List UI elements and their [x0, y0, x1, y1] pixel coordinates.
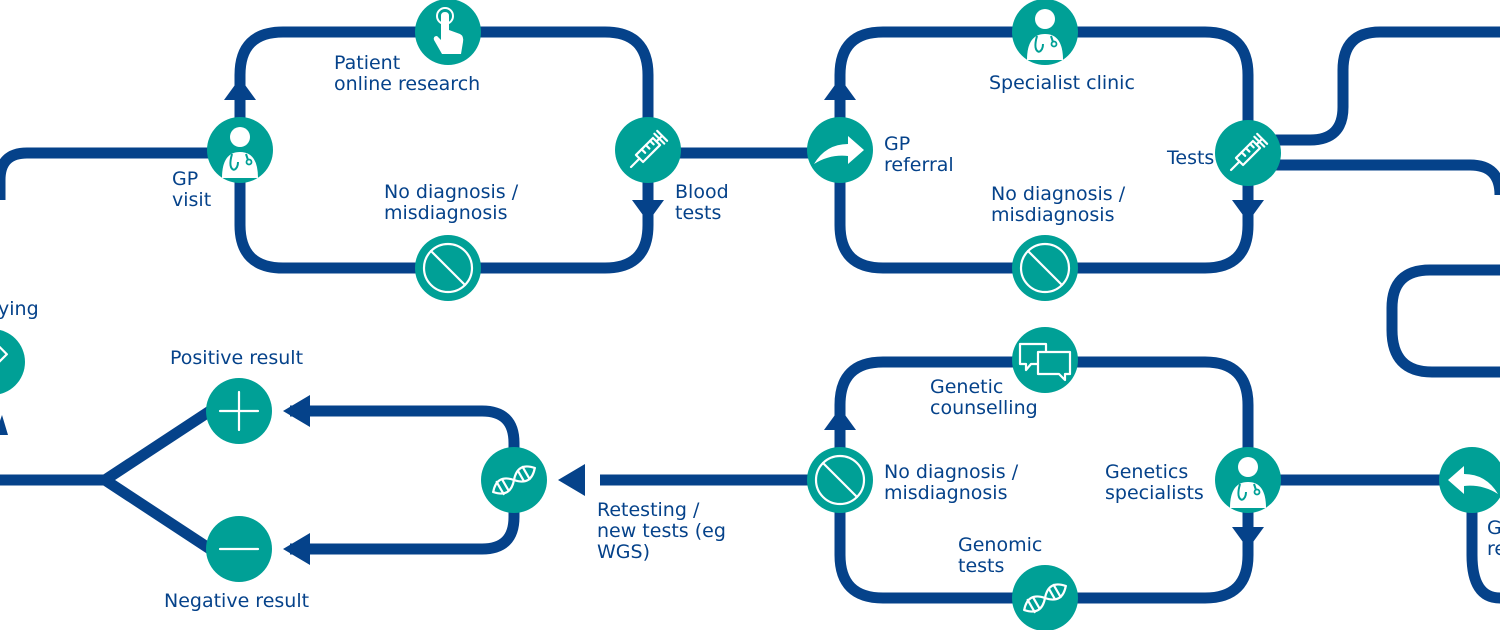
label-positive-result: Positive result	[170, 347, 304, 369]
node-retesting[interactable]	[481, 447, 547, 513]
node-patient-online-research[interactable]	[415, 0, 481, 65]
track-branch	[0, 406, 214, 554]
label-genetic-counselling: Genetic counselling	[930, 376, 1038, 419]
prohibited-icon	[422, 242, 474, 294]
node-genetic-counselling[interactable]	[1012, 327, 1078, 393]
arrow-up-gp-visit	[224, 78, 256, 100]
arrow-down-tests	[1232, 200, 1264, 222]
arrow-up-gp-referral	[824, 78, 856, 100]
label-blood-tests: Blood tests	[675, 181, 729, 224]
arrow-left-positive	[283, 395, 310, 427]
node-genetics-specialists[interactable]	[1215, 447, 1281, 513]
hand-pointer-icon	[433, 7, 464, 54]
track-return-lower	[1466, 480, 1500, 604]
node-partial-left[interactable]	[0, 329, 25, 395]
track-exit-upper	[1248, 26, 1500, 146]
doctor-icon	[222, 127, 258, 178]
node-no-diagnosis-2[interactable]	[1012, 235, 1078, 301]
node-positive-result[interactable]	[206, 378, 272, 444]
track-entry	[0, 147, 240, 200]
arrow-right-curved-icon	[814, 136, 864, 164]
label-tests: Tests	[1167, 147, 1215, 169]
tracks	[0, 26, 1500, 604]
label-partial-right: G re	[1487, 517, 1500, 560]
label-gp-visit: GP visit	[172, 168, 212, 211]
node-genomic-tests[interactable]	[1012, 565, 1078, 630]
arrows	[0, 78, 1264, 565]
arrow-down-blood-tests	[632, 200, 664, 222]
label-no-diagnosis-1: No diagnosis / misdiagnosis	[384, 181, 519, 224]
prohibited-icon	[814, 454, 866, 506]
track-exit-lower	[1248, 159, 1500, 196]
node-gp-referral[interactable]	[807, 117, 873, 183]
prohibited-icon	[1019, 242, 1071, 294]
arrow-left-negative	[283, 533, 310, 565]
track-retest-loop	[290, 405, 520, 555]
speech-bubbles-icon	[1018, 342, 1072, 382]
label-gp-referral: GP referral	[884, 133, 954, 176]
arrow-left-retesting	[558, 464, 585, 496]
label-negative-result: Negative result	[164, 590, 310, 612]
label-specialist-clinic: Specialist clinic	[989, 72, 1135, 94]
arrow-down-genetics-specialists	[1232, 527, 1264, 549]
plus-icon	[218, 390, 260, 432]
node-specialist-clinic[interactable]	[1012, 0, 1078, 65]
node-no-diagnosis-1[interactable]	[415, 235, 481, 301]
doctor-icon	[1230, 457, 1266, 508]
syringe-icon	[1229, 132, 1269, 172]
label-patient-online-research: Patient online research	[334, 52, 481, 95]
label-no-diagnosis-2: No diagnosis / misdiagnosis	[991, 183, 1126, 226]
dna-icon	[1023, 583, 1067, 614]
syringe-icon	[0, 346, 8, 370]
node-tests[interactable]	[1215, 120, 1281, 186]
node-negative-result[interactable]	[206, 516, 272, 582]
node-no-diagnosis-3[interactable]	[807, 447, 873, 513]
arrow-up-no-diagnosis-3	[824, 408, 856, 430]
label-partial-left: ying	[0, 298, 39, 320]
label-no-diagnosis-3: No diagnosis / misdiagnosis	[884, 461, 1019, 504]
node-gp-visit[interactable]	[207, 117, 273, 183]
syringe-icon	[629, 129, 669, 169]
node-return-referral[interactable]	[1439, 447, 1500, 513]
doctor-icon	[1027, 9, 1063, 60]
arrow-up-partial-left	[0, 415, 8, 435]
label-genetics-specialists: Genetics specialists	[1105, 461, 1204, 504]
dna-icon	[492, 465, 536, 496]
label-genomic-tests: Genomic tests	[958, 534, 1043, 577]
node-blood-tests[interactable]	[615, 117, 681, 183]
label-retesting: Retesting / new tests (eg WGS)	[597, 499, 726, 563]
track-right-loop	[1386, 264, 1500, 378]
arrow-left-curved-icon	[1448, 466, 1498, 494]
